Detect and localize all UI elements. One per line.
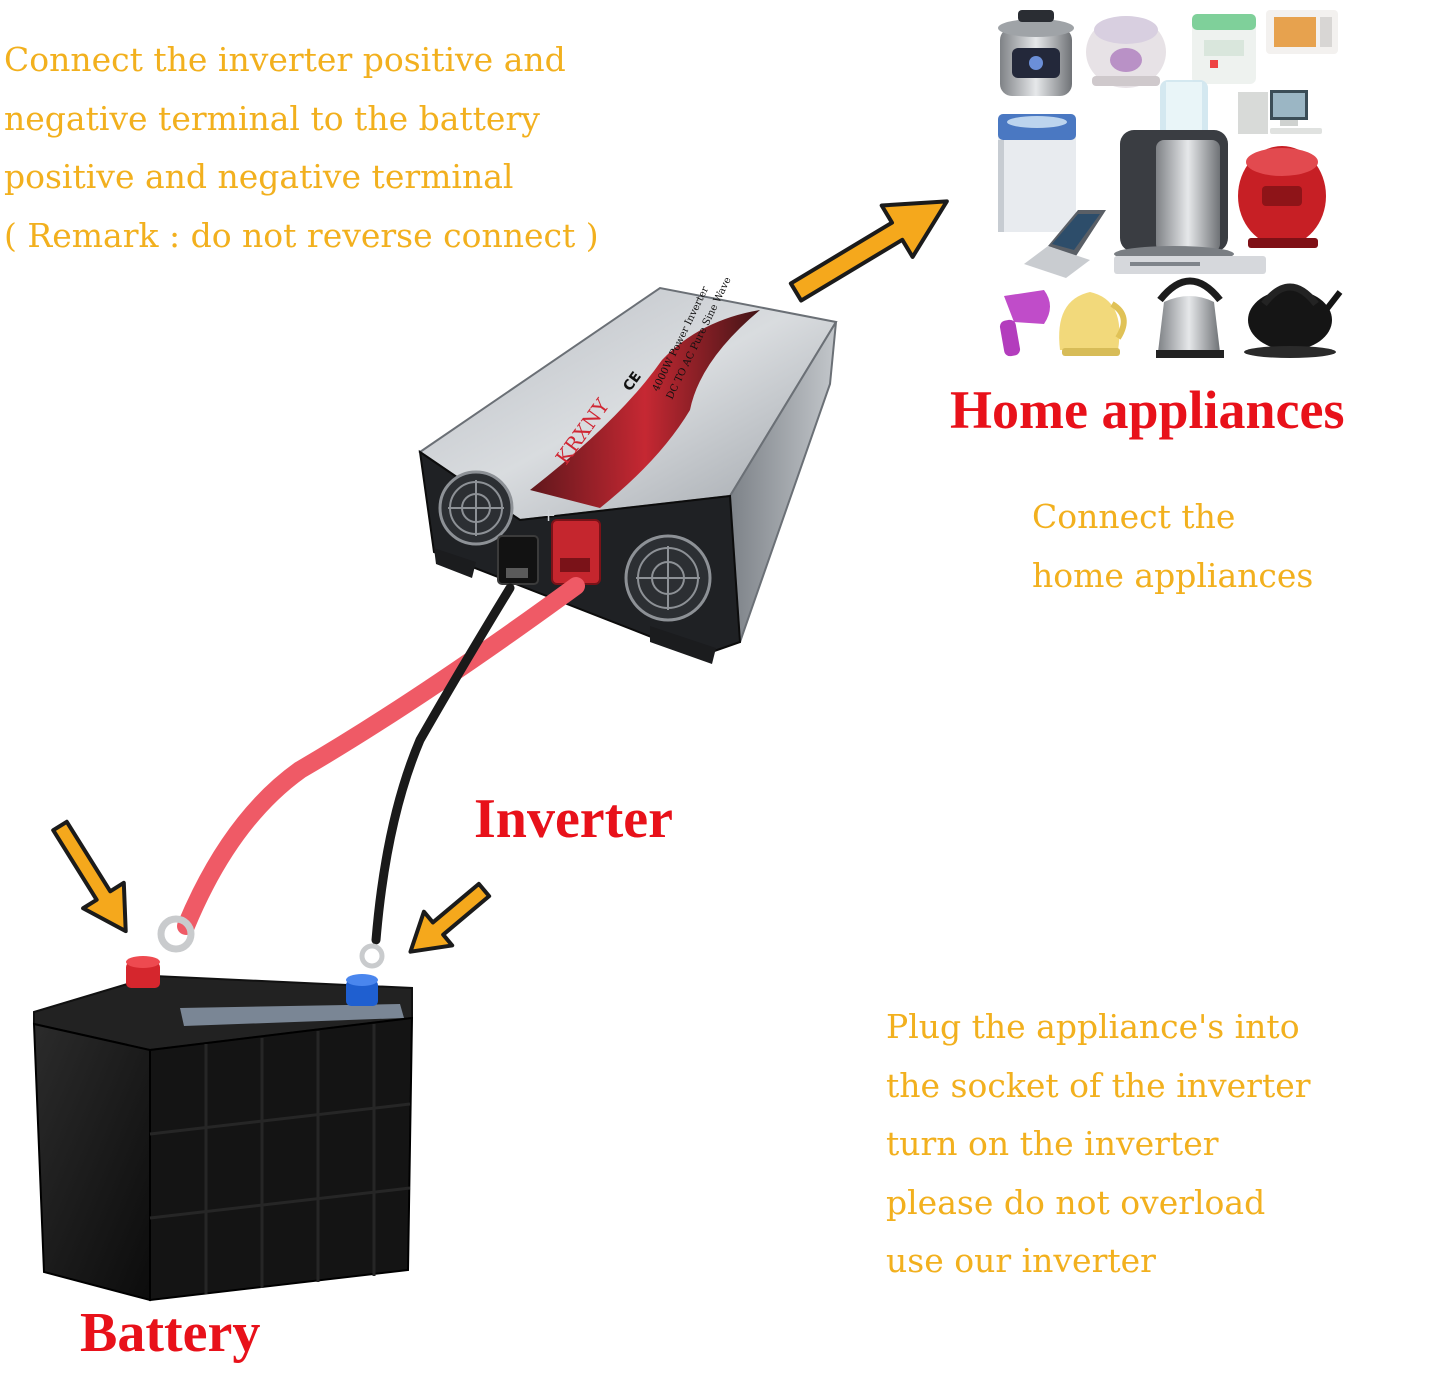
fan-icon <box>438 470 514 546</box>
yellow-kettle-icon <box>1059 292 1127 356</box>
dvd-player-icon <box>1114 256 1266 274</box>
inverter-unit: + KRXNY CE 4000W Power Inverter DC TO AC… <box>418 276 838 664</box>
arrow-to-negative-terminal-icon <box>408 881 492 954</box>
instruction-line: home appliances <box>1032 555 1314 595</box>
black-kettle-icon <box>1244 283 1343 358</box>
positive-terminal-icon <box>551 519 601 585</box>
home-appliances-label: Home appliances <box>950 380 1345 440</box>
appliance-connection-instructions: Connect the home appliances <box>1032 488 1313 605</box>
red-rice-cooker-icon <box>1238 146 1326 248</box>
inverter-swoosh <box>530 310 760 508</box>
negative-battery-terminal-icon <box>346 974 378 1006</box>
inverter-foot-right <box>650 626 716 664</box>
pressure-cooker-icon <box>998 10 1074 96</box>
instruction-line: please do not overload <box>886 1182 1266 1222</box>
microwave-icon <box>1266 10 1338 54</box>
steel-kettle-icon <box>1156 277 1224 358</box>
fan-icon <box>624 534 712 622</box>
negative-cable <box>371 583 515 945</box>
twin-tub-icon <box>1192 14 1256 84</box>
inverter-label: Inverter <box>474 788 674 850</box>
laptop-icon <box>1024 210 1106 278</box>
instruction-line: positive and negative terminal <box>4 157 514 196</box>
positive-mark: + <box>541 505 556 526</box>
positive-battery-terminal-icon <box>126 956 160 988</box>
rice-cooker-icon <box>1086 16 1166 88</box>
positive-ring-terminal <box>157 915 195 953</box>
usage-instructions: Plug the appliance's into the socket of … <box>886 998 1311 1291</box>
washing-machine-icon <box>998 114 1076 232</box>
battery-label-strip <box>180 1004 404 1026</box>
instruction-line: negative terminal to the battery <box>4 98 540 138</box>
instruction-remark: ( Remark : do not reverse connect ) <box>4 215 599 255</box>
desktop-computer-icon <box>1238 90 1322 134</box>
instruction-line: use our inverter <box>886 1241 1156 1280</box>
battery <box>32 956 414 1302</box>
arrow-to-appliances-icon <box>788 199 949 303</box>
battery-side-grid <box>149 1024 411 1294</box>
negative-ring-terminal <box>359 943 385 969</box>
arrow-to-positive-terminal-icon <box>51 819 128 934</box>
battery-connection-instructions: Connect the inverter positive and negati… <box>4 31 599 265</box>
instruction-line: Connect the inverter positive and <box>4 40 566 79</box>
instruction-line: Plug the appliance's into <box>886 1007 1300 1046</box>
battery-front <box>32 1022 151 1302</box>
positive-cable <box>177 577 585 935</box>
negative-terminal-icon <box>497 535 539 585</box>
instruction-line: Connect the <box>1032 497 1236 536</box>
inverter-foot-left <box>434 548 476 578</box>
battery-label: Battery <box>80 1302 261 1364</box>
instruction-line: turn on the inverter <box>886 1124 1219 1163</box>
home-appliances-collage <box>998 10 1343 358</box>
juicer-icon <box>1114 80 1234 262</box>
instruction-line: the socket of the inverter <box>886 1065 1311 1105</box>
hair-dryer-icon <box>999 290 1050 357</box>
